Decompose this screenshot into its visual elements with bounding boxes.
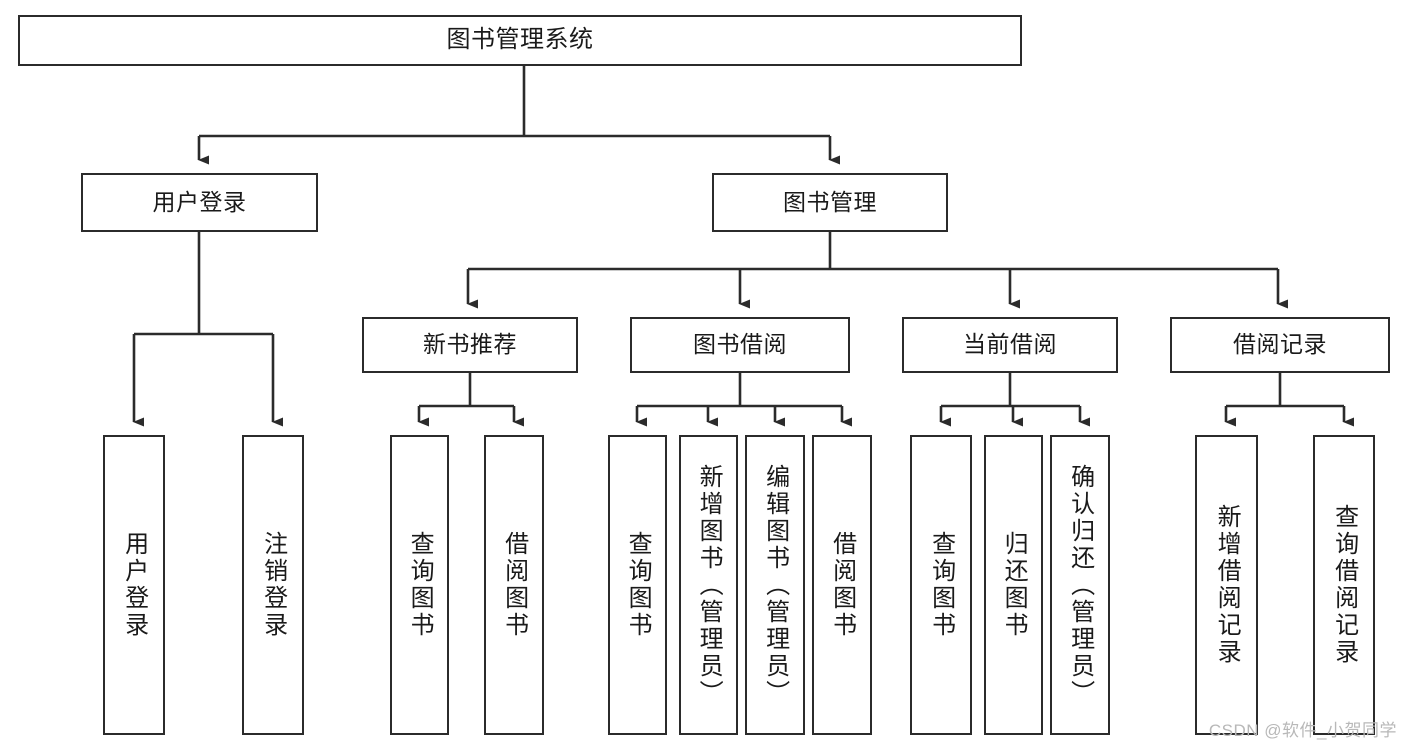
node-current-borrow-label: 当前借阅 xyxy=(963,331,1057,358)
node-leaf-return-book-label: 归还图书 xyxy=(1000,531,1028,639)
node-leaf-return-book[interactable]: 归还图书 xyxy=(984,435,1043,735)
node-user-login[interactable]: 用户登录 xyxy=(81,173,318,232)
node-book-manage-label: 图书管理 xyxy=(783,188,877,215)
node-leaf-user-login-label: 用户登录 xyxy=(120,531,148,639)
node-root-label: 图书管理系统 xyxy=(446,26,594,54)
node-leaf-edit-book[interactable]: 编辑图书（管理员） xyxy=(745,435,805,735)
node-leaf-query-record[interactable]: 查询借阅记录 xyxy=(1313,435,1375,735)
csdn-watermark: CSDN @软件_小贺同学 xyxy=(1208,721,1397,740)
node-leaf-query-book-1[interactable]: 查询图书 xyxy=(390,435,449,735)
node-leaf-query-book-2-label: 查询图书 xyxy=(624,531,652,639)
node-leaf-query-book-3[interactable]: 查询图书 xyxy=(910,435,972,735)
node-leaf-confirm-return[interactable]: 确认归还（管理员） xyxy=(1050,435,1110,735)
node-leaf-add-record-label: 新增借阅记录 xyxy=(1213,504,1241,666)
node-leaf-borrow-book-2-label: 借阅图书 xyxy=(828,531,856,639)
node-leaf-query-book-1-label: 查询图书 xyxy=(406,531,434,639)
node-leaf-add-record[interactable]: 新增借阅记录 xyxy=(1195,435,1258,735)
node-book-manage[interactable]: 图书管理 xyxy=(712,173,948,232)
node-leaf-add-book-label: 新增图书（管理员） xyxy=(695,463,723,707)
node-leaf-user-login[interactable]: 用户登录 xyxy=(103,435,165,735)
node-user-login-label: 用户登录 xyxy=(152,188,247,215)
node-leaf-add-book[interactable]: 新增图书（管理员） xyxy=(679,435,738,735)
node-leaf-borrow-book-2[interactable]: 借阅图书 xyxy=(812,435,872,735)
node-new-book-recommend[interactable]: 新书推荐 xyxy=(362,317,578,373)
node-leaf-logout[interactable]: 注销登录 xyxy=(242,435,304,735)
node-leaf-borrow-book-1[interactable]: 借阅图书 xyxy=(484,435,544,735)
node-borrow-record[interactable]: 借阅记录 xyxy=(1170,317,1390,373)
node-leaf-confirm-return-label: 确认归还（管理员） xyxy=(1066,463,1094,707)
node-book-borrow-label: 图书借阅 xyxy=(693,331,787,358)
node-leaf-borrow-book-1-label: 借阅图书 xyxy=(500,531,528,639)
node-borrow-record-label: 借阅记录 xyxy=(1233,331,1327,358)
node-leaf-query-book-3-label: 查询图书 xyxy=(927,531,955,639)
node-current-borrow[interactable]: 当前借阅 xyxy=(902,317,1118,373)
node-root[interactable]: 图书管理系统 xyxy=(18,15,1022,66)
node-leaf-query-book-2[interactable]: 查询图书 xyxy=(608,435,667,735)
node-leaf-edit-book-label: 编辑图书（管理员） xyxy=(761,463,789,707)
node-leaf-query-record-label: 查询借阅记录 xyxy=(1330,504,1358,666)
node-leaf-logout-label: 注销登录 xyxy=(259,531,287,639)
node-book-borrow[interactable]: 图书借阅 xyxy=(630,317,850,373)
node-new-book-recommend-label: 新书推荐 xyxy=(423,331,517,358)
